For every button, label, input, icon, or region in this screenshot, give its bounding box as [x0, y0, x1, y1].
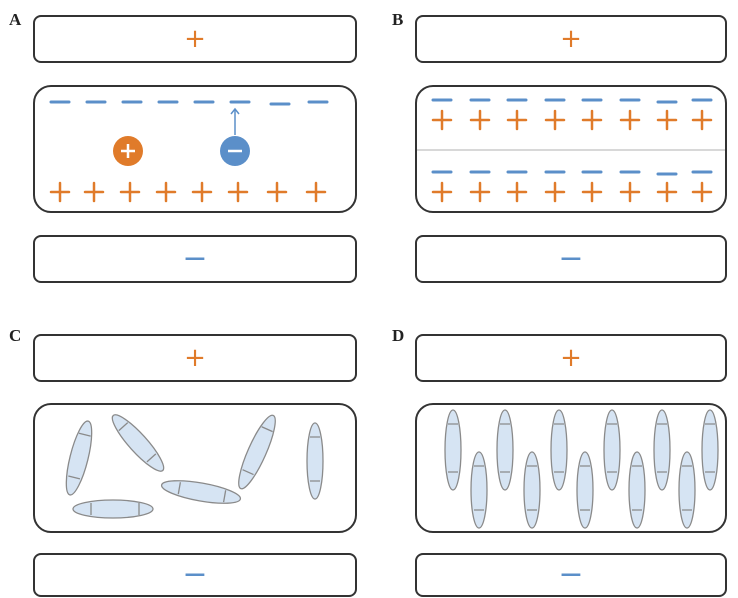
- positive-sign: +: [560, 343, 582, 373]
- cell: [496, 409, 514, 491]
- positive-sign: +: [184, 343, 206, 373]
- panel-label-a: A: [9, 10, 22, 29]
- cell: [628, 451, 646, 529]
- cell: [306, 422, 324, 500]
- panel-a-bottom-electrode: −: [33, 235, 357, 283]
- cell: [238, 414, 276, 490]
- cell: [72, 499, 154, 519]
- negative-surface-charges: [49, 100, 329, 106]
- panel-c-top-electrode: +: [33, 334, 357, 382]
- cell: [653, 409, 671, 491]
- negative-sign: −: [558, 557, 584, 592]
- negative-ion: [220, 107, 250, 166]
- cells-random: [65, 414, 324, 519]
- panel-label-c: C: [9, 326, 22, 345]
- cell: [701, 409, 719, 491]
- cell: [444, 409, 462, 491]
- positive-ion: [113, 136, 143, 166]
- panel-label-d: D: [392, 326, 405, 345]
- upper-positive-layer: [431, 109, 713, 131]
- positive-sign: +: [560, 24, 582, 54]
- panel-c-bottom-electrode: −: [33, 553, 357, 597]
- cells-aligned: [444, 409, 719, 529]
- panel-d-bottom-electrode: −: [415, 553, 727, 597]
- lower-positive-layer: [431, 181, 713, 203]
- panel-c-chamber: [33, 403, 357, 533]
- cell: [603, 409, 621, 491]
- cell: [576, 451, 594, 529]
- cell: [550, 409, 568, 491]
- panel-b-chamber: [415, 85, 727, 213]
- cell: [111, 414, 165, 472]
- cell: [523, 451, 541, 529]
- panel-a-chamber: [33, 85, 357, 213]
- cell: [470, 451, 488, 529]
- panel-d-top-electrode: +: [415, 334, 727, 382]
- negative-sign: −: [182, 241, 208, 276]
- positive-surface-charges: [49, 181, 327, 203]
- panel-b-top-electrode: +: [415, 15, 727, 63]
- negative-sign: −: [182, 557, 208, 592]
- upper-negative-layer: [431, 98, 713, 104]
- panel-d-chamber: [415, 403, 727, 533]
- cell: [678, 451, 696, 529]
- positive-sign: +: [184, 24, 206, 54]
- panel-b-bottom-electrode: −: [415, 235, 727, 283]
- negative-sign: −: [558, 241, 584, 276]
- panel-label-b: B: [392, 10, 404, 29]
- cell: [160, 480, 242, 504]
- panel-a-top-electrode: +: [33, 15, 357, 63]
- cell: [65, 420, 93, 496]
- lower-negative-layer: [431, 170, 713, 176]
